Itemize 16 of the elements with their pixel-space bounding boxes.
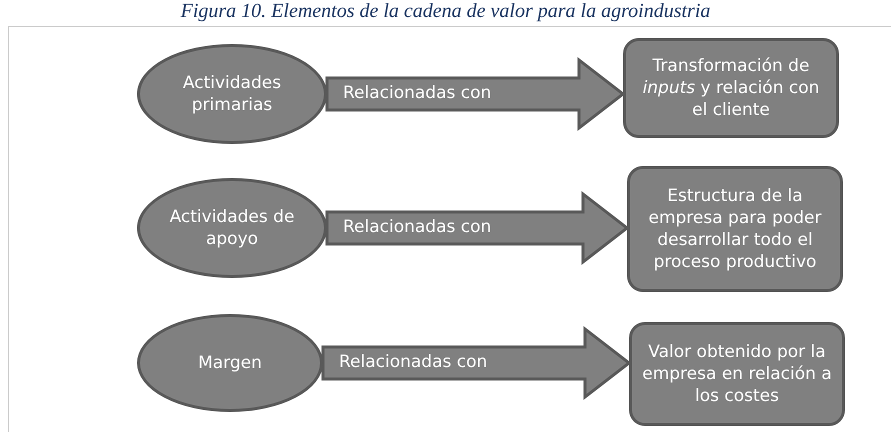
node-text: Actividades de apoyo — [168, 206, 296, 250]
node-text: Actividades primarias — [182, 72, 282, 116]
block-arrow — [322, 326, 632, 400]
block-arrow — [326, 190, 630, 266]
rounded-box — [623, 38, 839, 138]
edge-label: Relacionadas con — [343, 85, 492, 102]
block-arrow — [326, 56, 626, 132]
node-text: Transformación de inputs y relación con el cliente — [642, 54, 820, 122]
edge-label: Relacionadas con — [343, 219, 492, 236]
node-text: Valor obtenido por la empresa en relación a los costes — [642, 340, 832, 408]
rounded-box — [627, 166, 843, 292]
figure-title: Figura 10. Elementos de la cadena de valor para la agroindustria — [180, 0, 712, 23]
node-text: Margen — [198, 352, 262, 374]
rounded-box — [629, 322, 845, 426]
node-text: Estructura de la empresa para poder desarrollar todo el proceso productivo — [647, 184, 822, 274]
edge-label: Relacionadas con — [339, 354, 488, 371]
